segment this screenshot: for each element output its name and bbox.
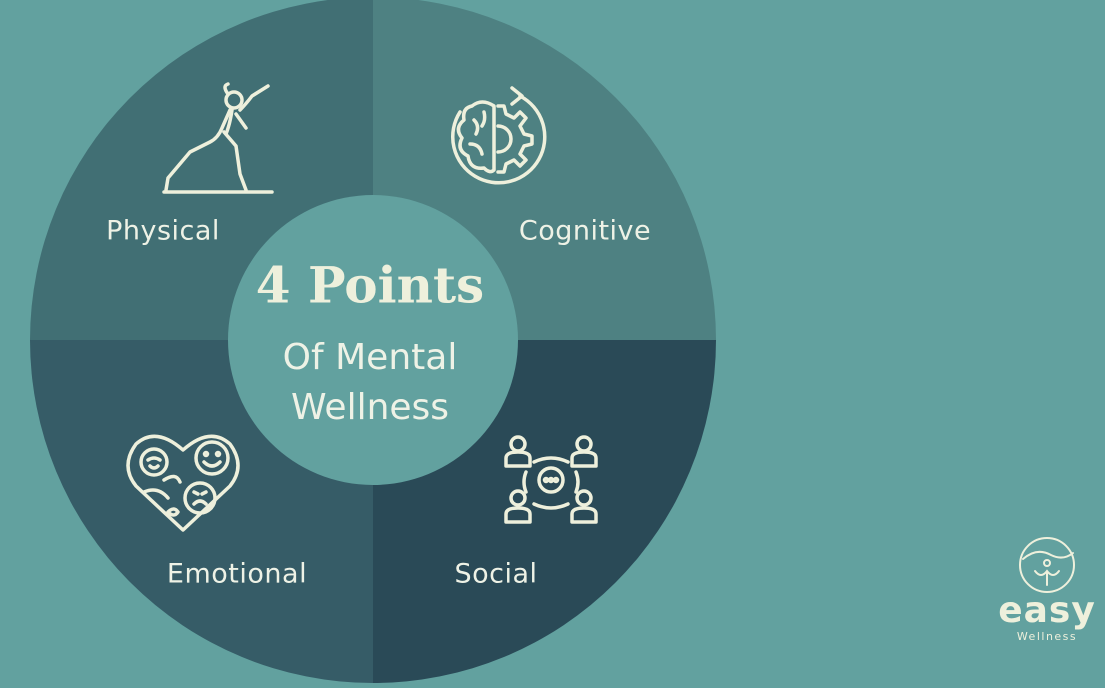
center-subtitle: Of Mental Wellness (282, 337, 458, 428)
brand-logo: easy Wellness (992, 535, 1102, 655)
logo-wordmark: easy (998, 590, 1096, 631)
label-physical: Physical (106, 215, 220, 247)
logo-tagline: Wellness (1016, 630, 1078, 643)
label-emotional: Emotional (166, 558, 308, 590)
lotus-person-icon (1019, 537, 1075, 593)
yoga-pose-icon (162, 82, 274, 194)
heart-emotions-icon (126, 434, 240, 532)
social-network-icon (504, 435, 598, 524)
center-circle (228, 195, 518, 485)
center-title: 4 Points (255, 255, 485, 315)
label-cognitive: Cognitive (518, 215, 652, 247)
brain-gear-icon (451, 86, 547, 185)
label-social: Social (454, 558, 538, 590)
